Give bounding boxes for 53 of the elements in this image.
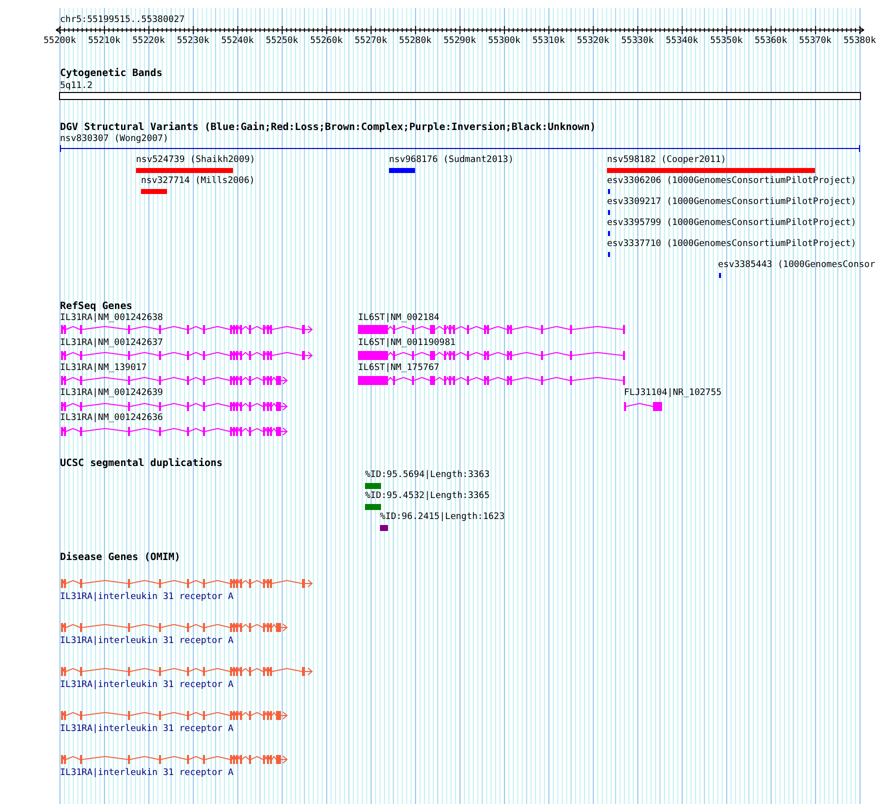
tick-label: 55310k bbox=[532, 36, 565, 47]
tick-label: 55290k bbox=[444, 36, 476, 47]
feature-label: esv3306206 (1000GenomesConsortiumPilotProject) bbox=[607, 176, 856, 187]
tick-label: 55350k bbox=[710, 36, 743, 47]
tick-label: 55250k bbox=[266, 36, 298, 47]
feature-label: IL6ST|NM_002184 bbox=[358, 313, 440, 324]
feature-label: IL31RA|NM_001242638 bbox=[60, 313, 163, 324]
track-heading: RefSeq Genes bbox=[60, 301, 132, 312]
feature-label: IL31RA|interleukin 31 receptor A bbox=[60, 680, 234, 691]
track-heading: UCSC segmental duplications bbox=[60, 458, 223, 469]
tick-label: 55280k bbox=[399, 36, 432, 47]
position-label: chr5:55199515..55380027 bbox=[60, 15, 185, 26]
feature-label: nsv830307 (Wong2007) bbox=[60, 134, 168, 145]
feature-label: esv3395799 (1000GenomesConsortiumPilotProject) bbox=[607, 218, 856, 229]
tick-label: 55300k bbox=[488, 36, 520, 47]
tick-label: 55380k bbox=[844, 36, 876, 47]
feature-label: IL31RA|NM_001242637 bbox=[60, 338, 163, 349]
feature-label: IL6ST|NM_001190981 bbox=[358, 338, 456, 349]
feature-label: esv3385443 (1000GenomesConsor bbox=[718, 260, 876, 271]
track-heading: Cytogenetic Bands bbox=[60, 68, 162, 79]
feature-label: IL31RA|NM_139017 bbox=[60, 363, 147, 374]
feature-label: FLJ31104|NR_102755 bbox=[624, 388, 722, 399]
tick-label: 55220k bbox=[132, 36, 165, 47]
tick-label: 55230k bbox=[176, 36, 210, 47]
tick-label: 55360k bbox=[754, 36, 788, 47]
feature-label: IL31RA|interleukin 31 receptor A bbox=[60, 592, 234, 603]
feature-label: nsv598182 (Cooper2011) bbox=[607, 155, 726, 166]
track-heading: DGV Structural Variants (Blue:Gain;Red:Loss;Brown:Complex;Purple:Inversion;Black:Unknown) bbox=[60, 122, 596, 133]
feature-label: %ID:95.5694|Length:3363 bbox=[365, 470, 490, 481]
feature-label: %ID:96.2415|Length:1623 bbox=[380, 512, 505, 523]
band-label: 5q11.2 bbox=[60, 81, 93, 92]
feature-label: esv3337710 (1000GenomesConsortiumPilotProject) bbox=[607, 239, 856, 250]
feature-label: IL31RA|NM_001242636 bbox=[60, 413, 163, 424]
tick-label: 55340k bbox=[666, 36, 698, 47]
tick-label: 55330k bbox=[621, 36, 654, 47]
tick-label: 55370k bbox=[799, 36, 832, 47]
feature-label: nsv968176 (Sudmant2013) bbox=[389, 155, 514, 166]
feature-label: IL31RA|interleukin 31 receptor A bbox=[60, 636, 234, 647]
tick-label: 55320k bbox=[576, 36, 610, 47]
feature-label: %ID:95.4532|Length:3365 bbox=[365, 491, 490, 502]
feature-label: IL6ST|NM_175767 bbox=[358, 363, 440, 374]
feature-label: IL31RA|interleukin 31 receptor A bbox=[60, 768, 234, 779]
feature-label: IL31RA|interleukin 31 receptor A bbox=[60, 724, 234, 735]
tick-label: 55210k bbox=[88, 36, 120, 47]
feature-label: IL31RA|NM_001242639 bbox=[60, 388, 163, 399]
tick-label: 55200k bbox=[44, 36, 76, 47]
feature-label: nsv327714 (Mills2006) bbox=[141, 176, 255, 187]
track-heading: Disease Genes (OMIM) bbox=[60, 552, 180, 563]
feature-label: esv3309217 (1000GenomesConsortiumPilotProject) bbox=[607, 197, 856, 208]
feature-label: nsv524739 (Shaikh2009) bbox=[136, 155, 256, 166]
tick-label: 55260k bbox=[310, 36, 343, 47]
tick-label: 55270k bbox=[354, 36, 388, 47]
tick-label: 55240k bbox=[221, 36, 254, 47]
